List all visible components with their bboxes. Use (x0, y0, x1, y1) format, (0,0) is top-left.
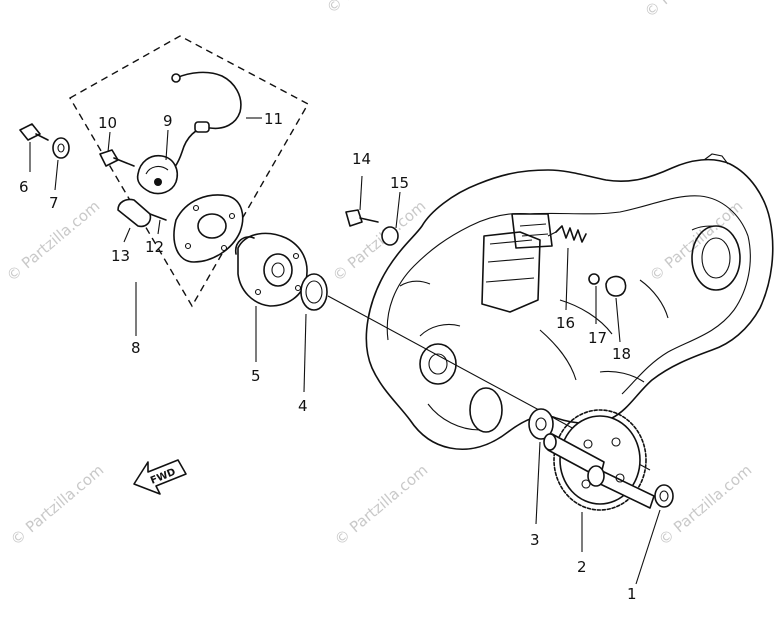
part-6-bolt (19, 123, 49, 141)
callout-4: 4 (298, 397, 308, 415)
callout-14: 14 (352, 150, 371, 168)
watermark: © Partzilla.com (331, 461, 431, 549)
part-10-screw (99, 149, 135, 167)
callout-3: 3 (530, 531, 540, 549)
part-9-pickup-coil (136, 154, 178, 195)
callout-6: 6 (19, 178, 29, 196)
assembly-outline (69, 35, 309, 308)
leader-lines (29, 117, 661, 585)
part-18-plug (605, 275, 627, 297)
watermark: © Partzilla.com (323, 0, 423, 17)
part-1-washer (654, 484, 674, 508)
callout-16: 16 (556, 314, 575, 332)
watermark: © Partzilla.com (329, 197, 429, 285)
callout-2: 2 (577, 558, 587, 576)
crankcase (365, 153, 774, 451)
part-16-spring (547, 225, 587, 243)
callout-13: 13 (111, 247, 130, 265)
callout-10: 10 (98, 114, 117, 132)
callouts: 1 2 3 4 5 6 7 8 9 10 11 12 13 14 15 16 1… (19, 110, 637, 603)
fwd-arrow: FWD (133, 459, 187, 495)
watermark: © Partzilla.com (641, 0, 741, 21)
watermark: © Partzilla.com (7, 461, 107, 549)
part-15-washer (381, 226, 399, 246)
callout-17: 17 (588, 329, 607, 347)
part-13-sensor (117, 198, 167, 228)
callout-9: 9 (163, 112, 173, 130)
callout-1: 1 (627, 585, 637, 603)
callout-15: 15 (390, 174, 409, 192)
part-4-oil-seal (300, 273, 328, 311)
part-14-bolt (345, 209, 379, 227)
part-11-lead-wire (165, 71, 242, 177)
callout-12: 12 (145, 238, 164, 256)
callout-11: 11 (264, 110, 283, 128)
part-3-washer (528, 408, 554, 440)
part-7-washer (52, 137, 70, 159)
part-5-rotor (234, 232, 308, 307)
part-12-base-plate (173, 194, 244, 263)
callout-5: 5 (251, 367, 261, 385)
watermarks: © Partzilla.com © Partzilla.com © Partzi… (3, 0, 755, 549)
callout-7: 7 (49, 194, 59, 212)
part-17-ball (588, 273, 600, 285)
callout-8: 8 (131, 339, 141, 357)
callout-18: 18 (612, 345, 631, 363)
part-2-gear (543, 409, 655, 511)
